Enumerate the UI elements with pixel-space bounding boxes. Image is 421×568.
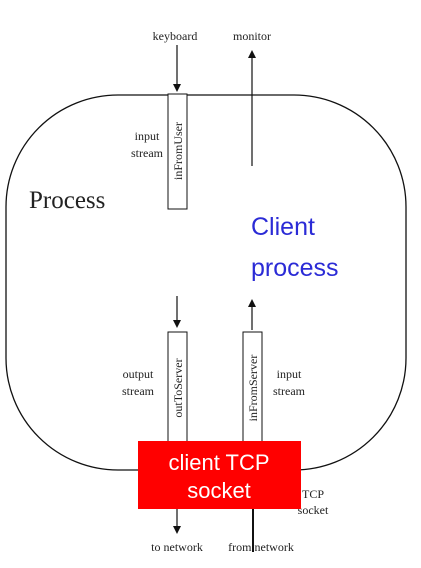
outToServer-side-line1: output [123,367,154,381]
client-tcp-socket-box [138,441,301,509]
tcp-socket-side-line1: TCP [302,487,324,501]
inFromUser-stream-box [167,93,188,210]
inFromUser-label: inFromUser [171,122,185,180]
outToServer-side-line2: stream [122,384,155,398]
inFromUser-side-line1: input [135,129,160,143]
inFromServer-side-line2: stream [273,384,306,398]
client-process-line1: Client [251,213,315,241]
inFromServer-side-line1: input [277,367,302,381]
client-tcp-socket-line1: client TCP [168,450,269,475]
to-network-label: to network [151,540,203,554]
client-process-line2: process [251,254,339,282]
outToServer-label: outToServer [171,358,185,417]
tcp-socket-side-line2: socket [298,503,329,517]
monitor-label: monitor [233,29,271,43]
client-tcp-socket-line2: socket [187,478,251,503]
inFromUser-side-line2: stream [131,146,164,160]
inFromServer-label: inFromServer [246,355,260,422]
keyboard-label: keyboard [153,29,198,43]
process-boundary [5,94,407,471]
from-network-label: from network [228,540,294,554]
process-label: Process [29,187,105,214]
